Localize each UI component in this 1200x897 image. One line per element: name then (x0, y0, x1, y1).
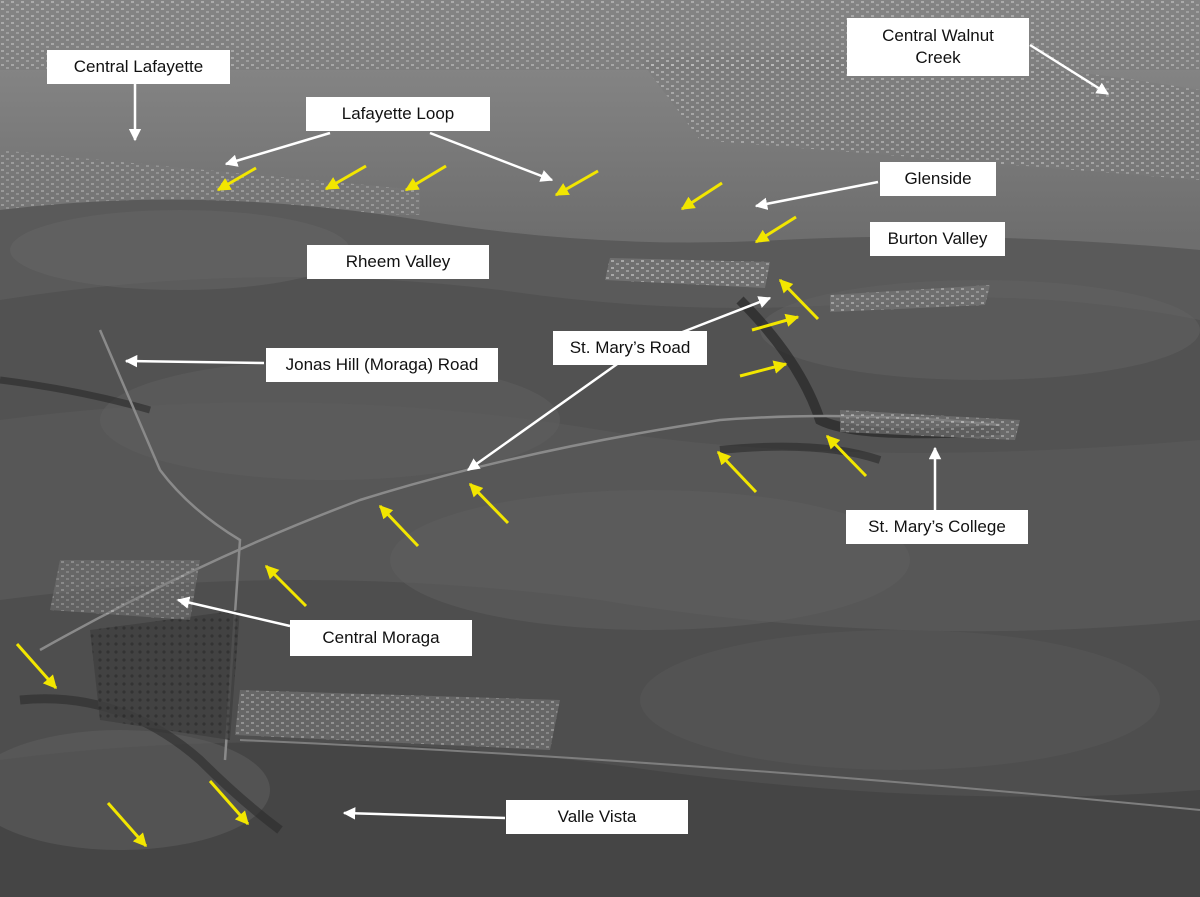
pointer-arrow-lafayette-loop-east (429, 131, 554, 182)
route-arrow (825, 434, 868, 478)
pointer-arrow-jonas-hill-road (124, 354, 265, 368)
pointer-arrow-glenside (754, 180, 879, 210)
pointer-arrow-walnut-creek (1029, 43, 1110, 96)
label-central-moraga: Central Moraga (290, 620, 472, 656)
route-arrow (216, 166, 257, 192)
label-lafayette-loop: Lafayette Loop (306, 97, 490, 131)
pointer-arrow-valle-vista (342, 807, 506, 820)
route-arrow (264, 564, 308, 608)
route-arrow (554, 169, 599, 197)
route-arrow (754, 215, 797, 244)
route-arrow (324, 164, 367, 191)
route-arrow (106, 802, 148, 848)
label-glenside: Glenside (880, 162, 996, 196)
route-arrow (739, 360, 788, 378)
route-arrow (716, 450, 758, 494)
pointer-arrow-st-marys-road-north (679, 296, 772, 335)
label-burton-valley: Burton Valley (870, 222, 1005, 256)
route-arrow (208, 780, 250, 826)
label-valle-vista: Valle Vista (506, 800, 688, 834)
pointer-arrow-st-marys-road-south (466, 360, 621, 472)
route-arrow (378, 504, 420, 548)
label-jonas-hill-road: Jonas Hill (Moraga) Road (266, 348, 498, 382)
label-rheem-valley: Rheem Valley (307, 245, 489, 279)
route-arrow (468, 482, 510, 525)
label-st-marys-road: St. Mary’s Road (553, 331, 707, 365)
route-arrow (680, 181, 723, 211)
label-central-walnut-creek: Central Walnut Creek (847, 18, 1029, 76)
pointer-arrow-lafayette-loop-west (224, 131, 331, 167)
label-st-marys-college: St. Mary’s College (846, 510, 1028, 544)
label-central-lafayette: Central Lafayette (47, 50, 230, 84)
route-arrow (778, 278, 820, 321)
pointer-arrow-central-moraga (176, 596, 291, 628)
route-arrow (15, 643, 58, 690)
route-arrow (404, 164, 447, 192)
route-arrow (751, 313, 800, 332)
